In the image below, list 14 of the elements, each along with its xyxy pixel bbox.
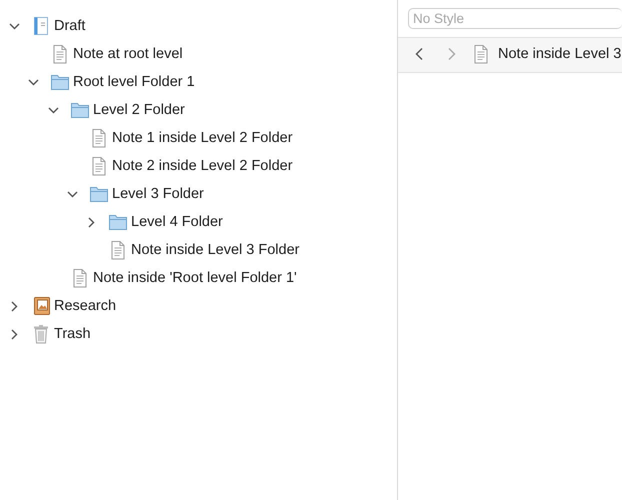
tree-item-label: Note inside Level 3 Folder: [131, 241, 300, 259]
tree-item-label: Root level Folder 1: [73, 73, 195, 91]
tree-item-label: Note 2 inside Level 2 Folder: [112, 157, 293, 175]
tree-item-label: Note at root level: [73, 45, 183, 63]
style-select-field: No Style: [408, 8, 622, 29]
tree-item-label: Level 4 Folder: [131, 213, 223, 231]
tree-item-label: Note 1 inside Level 2 Folder: [112, 129, 293, 147]
tree-item-label: Level 3 Folder: [112, 185, 204, 203]
tree-item-label: Level 2 Folder: [93, 101, 185, 119]
tree-item-label: Draft: [54, 17, 86, 35]
tree-item-label: Note inside 'Root level Folder 1': [93, 269, 297, 287]
tree-item-label: Research: [54, 297, 116, 315]
document-title: Note inside Level 3: [498, 45, 622, 63]
tree-item-label: Trash: [54, 325, 91, 343]
